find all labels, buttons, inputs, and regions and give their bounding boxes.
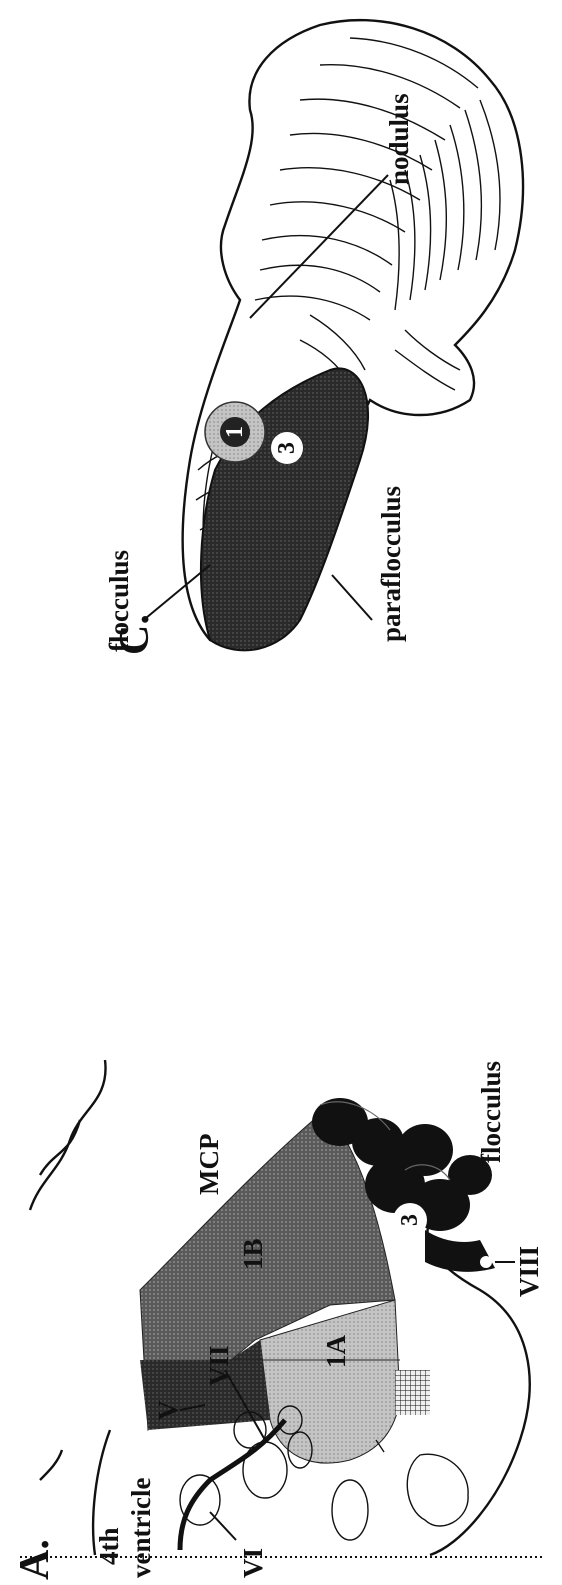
mcp-label: MCP [194,1134,224,1195]
region-1a-label: 1A [321,1335,351,1369]
fourth-ventricle-label-line2: ventricle [126,1478,156,1578]
flocculus-label-c: flocculus [104,550,134,652]
panel-c: 1 3 C. flocculus paraflocculus nodulus [104,20,523,655]
panel-a-letter: A. [12,1539,58,1580]
region-1b-label: 1B [238,1238,268,1270]
region-3-label-a: 3 [397,1214,423,1226]
vi-label: VI [238,1548,268,1578]
region-1-label: 1 [222,426,248,438]
panel-a: 3 A. VI 4th ventricle V VII 1B 1A [12,1060,544,1580]
vi-leader [210,1512,236,1540]
vii-label: VII [204,1345,234,1386]
fourth-ventricle-floor [180,1420,285,1550]
flocculus-leader-c [146,565,210,618]
paraflocculus-label: paraflocculus [376,486,406,642]
paraflocculus-leader [332,575,372,620]
fourth-ventricle-label-line1: 4th [94,1527,124,1565]
nodulus-leader [250,175,388,318]
flocculus-label-a: flocculus [476,1061,506,1163]
v-label: V [153,1400,183,1420]
viii-label: VIII [514,1246,544,1297]
nodulus-label: nodulus [384,93,414,185]
region-3-label-c: 3 [274,442,300,454]
region-grid [395,1370,430,1415]
